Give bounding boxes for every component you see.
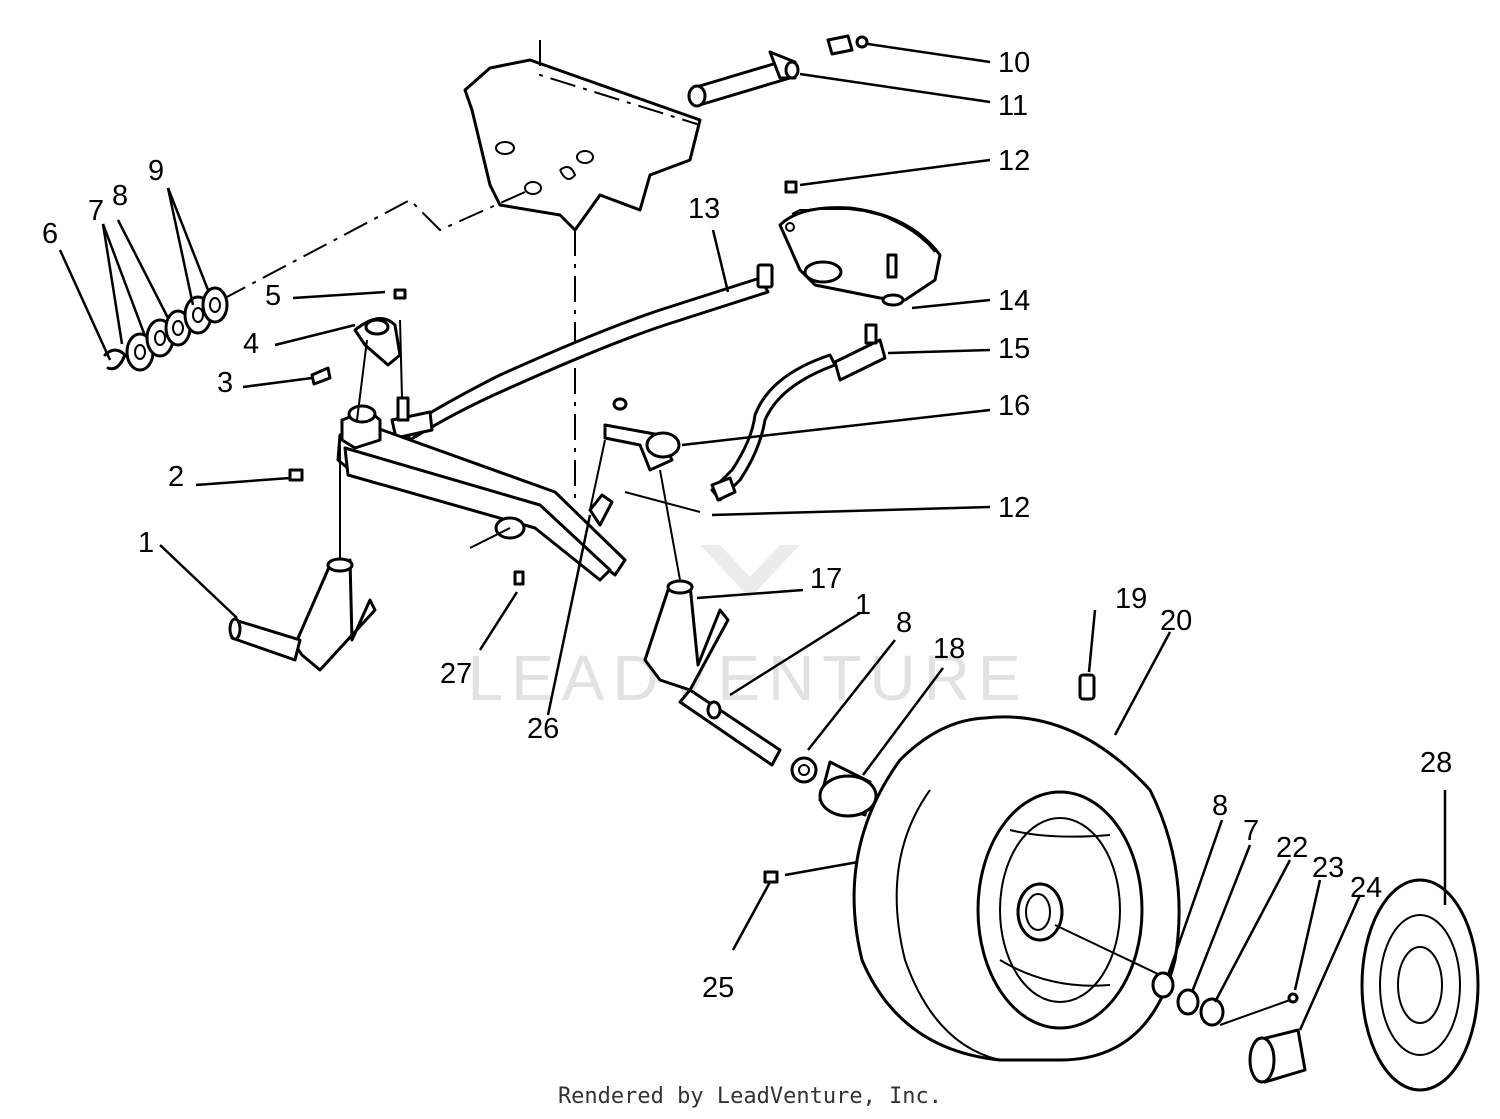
callout-13: 13 xyxy=(688,193,720,225)
front-axle xyxy=(336,404,627,582)
callout-9: 9 xyxy=(148,155,164,187)
callout-7-left: 7 xyxy=(88,195,104,227)
front-washer xyxy=(790,756,818,784)
callout-28: 28 xyxy=(1420,747,1452,779)
callout-8-front: 8 xyxy=(896,607,912,639)
left-pin-hardware xyxy=(103,286,229,372)
spindle-left xyxy=(228,557,377,672)
callout-2: 2 xyxy=(168,461,184,493)
callout-labels: 10 11 12 13 9 8 7 6 5 14 15 4 3 16 2 12 … xyxy=(42,47,1452,1004)
grease-fittings xyxy=(288,468,1096,884)
callout-12-bottom: 12 xyxy=(998,492,1030,524)
callout-22: 22 xyxy=(1276,832,1308,864)
callout-12-top: 12 xyxy=(998,145,1030,177)
footer-credit: Rendered by LeadVenture, Inc. xyxy=(557,1084,943,1109)
callout-8-rear: 8 xyxy=(1212,790,1228,822)
watermark: LEADVENTURE xyxy=(468,545,1021,714)
callout-14: 14 xyxy=(998,285,1030,317)
steering-shaft-top xyxy=(687,34,869,108)
steering-support-plate xyxy=(224,40,702,500)
steering-arm-left xyxy=(310,288,410,422)
wheel-hardware xyxy=(1054,924,1307,1084)
callout-5: 5 xyxy=(265,280,281,312)
drag-link xyxy=(390,263,774,442)
callout-15: 15 xyxy=(998,333,1030,365)
callout-23: 23 xyxy=(1312,852,1344,884)
steering-arm-right xyxy=(588,397,681,527)
callout-24: 24 xyxy=(1350,872,1382,904)
steering-gear xyxy=(778,180,942,307)
callout-1-right: 1 xyxy=(855,589,871,621)
bushing xyxy=(818,760,878,818)
callout-10: 10 xyxy=(998,47,1030,79)
callout-20: 20 xyxy=(1160,605,1192,637)
callout-leaders xyxy=(58,42,1447,1031)
callout-11: 11 xyxy=(998,90,1028,122)
callout-8-left: 8 xyxy=(112,180,128,212)
callout-16: 16 xyxy=(998,390,1030,422)
front-wheel xyxy=(852,715,1181,1062)
callout-7-rear: 7 xyxy=(1243,815,1259,847)
callout-18: 18 xyxy=(933,633,965,665)
callout-4: 4 xyxy=(243,328,259,360)
callout-19: 19 xyxy=(1115,583,1147,615)
callout-26: 26 xyxy=(527,713,559,745)
callout-1-left: 1 xyxy=(138,527,154,559)
tie-rod xyxy=(710,323,887,502)
assembly-leaders xyxy=(339,319,701,581)
callout-25: 25 xyxy=(702,972,734,1004)
spindle-right xyxy=(643,579,782,767)
callout-17: 17 xyxy=(810,563,842,595)
callout-3: 3 xyxy=(217,367,233,399)
callout-6: 6 xyxy=(42,218,58,250)
callout-27: 27 xyxy=(440,658,472,690)
hub-cap xyxy=(1360,878,1480,1092)
